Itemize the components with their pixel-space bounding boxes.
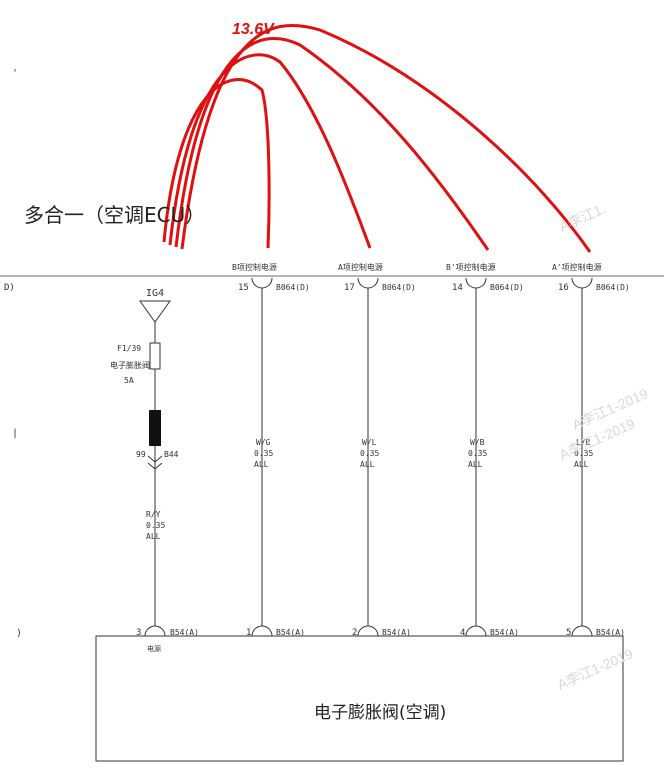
ecu-connector: B064(D) (276, 283, 310, 292)
ecu-connector: B064(D) (382, 283, 416, 292)
wire-color: W/B (470, 438, 485, 447)
fuse-id: F1/39 (117, 344, 141, 353)
watermark-1: A李江1. (557, 200, 608, 235)
wire-option: ALL (360, 460, 375, 469)
circuit-name: B'项控制电源 (446, 262, 496, 272)
wire-size: 0.35 (468, 449, 487, 458)
dest-pin: 4 (460, 628, 465, 638)
circuit-name: A'项控制电源 (552, 262, 602, 272)
connector-id: B44 (164, 450, 179, 459)
wire-option: ALL (254, 460, 269, 469)
voltage-annotation-curves (162, 24, 592, 253)
wire-color: W/L (362, 438, 377, 447)
dest-terminal-icon (251, 625, 273, 637)
margin-mark-bottom: ) (16, 628, 22, 639)
dest-connector: B54(A) (170, 628, 199, 637)
ground-triangle-icon (139, 300, 171, 323)
ecu-pin: 17 (344, 283, 355, 293)
dest-pin: 3 (136, 628, 141, 638)
ecu-pin: 16 (558, 283, 569, 293)
dest-terminal-icon (144, 625, 166, 637)
annotation-curve-1 (162, 78, 271, 249)
ecu-terminal-icon (357, 277, 379, 289)
wire-size: 0.35 (146, 521, 165, 530)
annotation-curve-2 (168, 53, 372, 249)
dest-terminal-icon (465, 625, 487, 637)
dest-connector: B54(A) (276, 628, 305, 637)
circuit-name: A项控制电源 (338, 262, 383, 272)
fuse-icon (149, 342, 161, 370)
wire-option: ALL (468, 460, 483, 469)
dest-connector: B54(A) (490, 628, 519, 637)
ecu-terminal-icon (465, 277, 487, 289)
wire-color: R/Y (146, 510, 161, 519)
device-box (95, 635, 624, 762)
wire-size: 0.35 (574, 449, 593, 458)
dest-terminal-icon (357, 625, 379, 637)
connector-chevron-icon (147, 455, 163, 470)
watermarks: A李江1. A李江1-2019 A李江1-2019 A李江1-2019 (555, 200, 651, 693)
annotation-curve-4 (180, 24, 592, 253)
dest-pin: 1 (246, 628, 251, 638)
ecu-terminal-icon (251, 277, 273, 289)
annotation-curve-3 (174, 37, 490, 251)
fuse-rating: 5A (124, 376, 134, 385)
dest-terminal-icon (571, 625, 593, 637)
ecu-label: 多合一（空调ECU） (24, 203, 205, 227)
wire-size: 0.35 (254, 449, 273, 458)
ecu-connector: B064(D) (490, 283, 524, 292)
wire-option: ALL (146, 532, 161, 541)
ecu-connector: B064(D) (596, 283, 630, 292)
ecu-pin: 15 (238, 283, 249, 293)
ecu-terminal-icon (571, 277, 593, 289)
margin-mark-mid: | (12, 428, 18, 439)
wire-color: L/B (576, 438, 591, 447)
voltage-label: 13.6V (232, 21, 275, 38)
dest-pin: 2 (352, 628, 357, 638)
ecu-edge-label: D) (4, 283, 15, 293)
margin-mark-top: ' (12, 68, 18, 79)
wire-size: 0.35 (360, 449, 379, 458)
dest-connector: B54(A) (596, 628, 625, 637)
wire-option: ALL (574, 460, 589, 469)
connector-block-icon (149, 410, 161, 446)
dest-connector: B54(A) (382, 628, 411, 637)
ecu-pin: 14 (452, 283, 463, 293)
connector-pin: 99 (136, 450, 146, 459)
power-branch: IG4 F1/39 电子膨胀阀 5A 99 B44 R/Y 0.35 ALL 3… (110, 288, 199, 653)
dest-note: 电源 (147, 644, 161, 653)
ground-label: IG4 (146, 288, 164, 299)
dest-pin: 5 (566, 628, 571, 638)
wire-color: W/G (256, 438, 271, 447)
circuit-name: B项控制电源 (232, 262, 277, 272)
fuse-name: 电子膨胀阀 (110, 360, 150, 370)
device-label: 电子膨胀阀(空调) (314, 703, 446, 723)
